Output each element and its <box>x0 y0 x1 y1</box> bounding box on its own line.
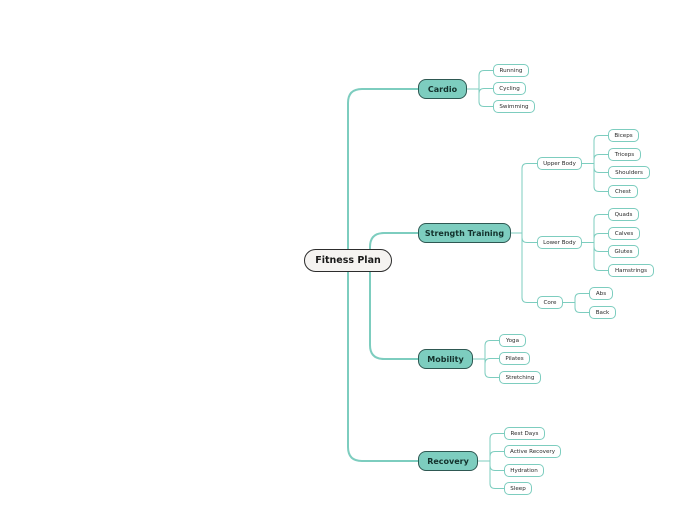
leaf-hamstrings[interactable]: Hamstrings <box>608 264 654 277</box>
leaf-quads[interactable]: Quads <box>608 208 639 221</box>
leaf-abs[interactable]: Abs <box>589 287 613 300</box>
connector-leaf-abs <box>563 293 589 303</box>
leaf-yoga[interactable]: Yoga <box>499 334 526 347</box>
connector-leaf-stretching <box>473 358 499 378</box>
connector-branch-mobility <box>369 272 418 360</box>
connector-leaf-yoga <box>473 340 499 360</box>
connector-leaf-glutes <box>582 242 608 252</box>
connector-leaf-hydration <box>478 460 504 471</box>
connector-leaf-sleep <box>478 460 504 489</box>
connector-leaf-shoulders <box>582 163 608 173</box>
connector-branch-strength-training <box>369 232 418 249</box>
leaf-triceps[interactable]: Triceps <box>608 148 641 161</box>
connector-leaf-biceps <box>582 135 608 164</box>
leaf-active-recovery[interactable]: Active Recovery <box>504 445 561 458</box>
leaf-back[interactable]: Back <box>589 306 616 319</box>
root-node-fitness-plan[interactable]: Fitness Plan <box>304 249 392 272</box>
leaf-sleep[interactable]: Sleep <box>504 482 532 495</box>
connector-leaf-quads <box>582 214 608 243</box>
connector-leaf-calves <box>582 233 608 243</box>
connector-leaf-back <box>563 302 589 313</box>
connector-leaf-running <box>467 70 493 90</box>
connector-branch-cardio <box>347 88 418 249</box>
connector-leaf-rest-days <box>478 433 504 462</box>
leaf-rest-days[interactable]: Rest Days <box>504 427 545 440</box>
connector-leaf-triceps <box>582 154 608 164</box>
connector-group-lower-body <box>511 232 537 243</box>
branch-strength-training[interactable]: Strength Training <box>418 223 511 243</box>
leaf-stretching[interactable]: Stretching <box>499 371 541 384</box>
connector-group-upper-body <box>511 163 537 234</box>
leaf-running[interactable]: Running <box>493 64 529 77</box>
branch-cardio[interactable]: Cardio <box>418 79 467 99</box>
group-core[interactable]: Core <box>537 296 563 309</box>
leaf-cycling[interactable]: Cycling <box>493 82 526 95</box>
leaf-chest[interactable]: Chest <box>608 185 638 198</box>
leaf-hydration[interactable]: Hydration <box>504 464 544 477</box>
connector-leaf-active-recovery <box>478 451 504 462</box>
connector-leaf-hamstrings <box>582 242 608 271</box>
connector-leaf-chest <box>582 163 608 192</box>
leaf-shoulders[interactable]: Shoulders <box>608 166 650 179</box>
leaf-calves[interactable]: Calves <box>608 227 640 240</box>
group-lower-body[interactable]: Lower Body <box>537 236 582 249</box>
leaf-glutes[interactable]: Glutes <box>608 245 639 258</box>
connector-group-core <box>511 232 537 303</box>
connector-leaf-swimming <box>467 88 493 107</box>
connector-branch-recovery <box>347 272 418 462</box>
leaf-swimming[interactable]: Swimming <box>493 100 535 113</box>
leaf-biceps[interactable]: Biceps <box>608 129 639 142</box>
group-upper-body[interactable]: Upper Body <box>537 157 582 170</box>
branch-mobility[interactable]: Mobility <box>418 349 473 369</box>
leaf-pilates[interactable]: Pilates <box>499 352 530 365</box>
branch-recovery[interactable]: Recovery <box>418 451 478 471</box>
